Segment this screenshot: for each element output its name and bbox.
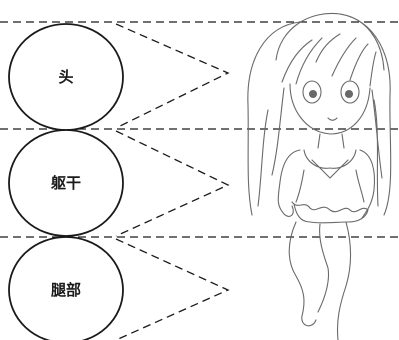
hair-outline: [247, 13, 392, 216]
guide-wedge-legs: [115, 238, 230, 340]
torso-label: 躯干: [50, 174, 81, 192]
legs-label: 腿部: [51, 281, 81, 299]
left-arm: [277, 149, 301, 217]
torso-section-circle: [8, 129, 124, 237]
inner-leg: [317, 223, 330, 313]
bikini-top: [303, 149, 357, 179]
right-arm: [359, 149, 376, 219]
anime-girl-sketch: [247, 12, 392, 340]
left-leg: [288, 221, 317, 327]
side-locks: [271, 87, 383, 179]
hair-bangs: [281, 33, 377, 87]
left-eye: [302, 80, 322, 104]
left-pupil: [308, 89, 318, 99]
torso-outline: [295, 169, 365, 203]
mouth: [327, 117, 338, 121]
head-label: 头: [58, 68, 73, 86]
right-eye: [340, 80, 360, 104]
face-outline: [289, 83, 371, 135]
frill-skirt: [291, 201, 369, 224]
head-top: [275, 12, 385, 71]
right-pupil: [344, 89, 354, 99]
guide-wedge-torso: [115, 130, 230, 237]
right-leg: [336, 221, 351, 340]
legs-section-circle: [8, 236, 124, 340]
guide-wedge-head: [115, 23, 230, 129]
neck: [317, 133, 345, 149]
